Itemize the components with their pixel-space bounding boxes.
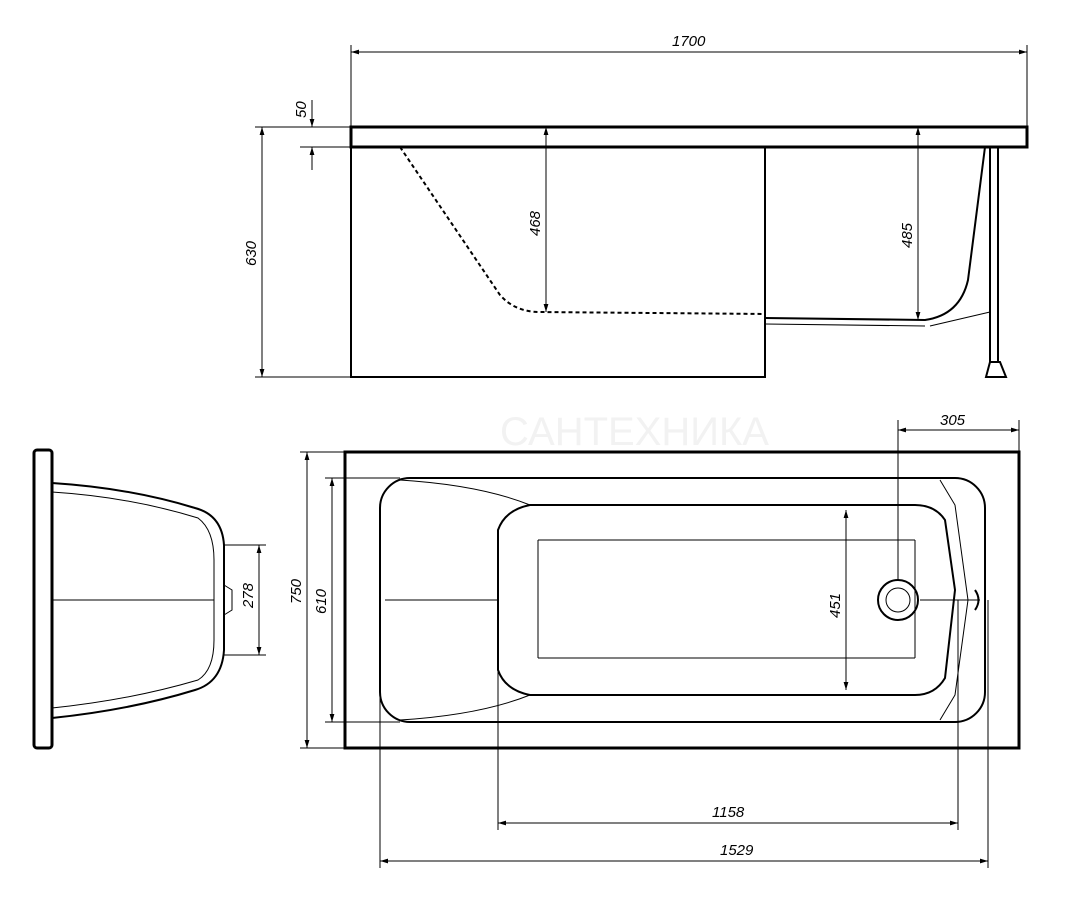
dim-468: 468: [527, 210, 544, 236]
watermark: САНТЕХНИКА: [500, 410, 769, 454]
dim-630: 630: [243, 240, 260, 266]
inner-profile: [764, 146, 986, 322]
outer-rim: [343, 450, 1021, 750]
dim-1158: 1158: [712, 804, 745, 821]
dim-750: 750: [288, 578, 305, 604]
leg-foot: [984, 361, 1008, 378]
dim-278: 278: [240, 582, 257, 609]
bowl-bottom: [497, 504, 957, 696]
rim: [349, 125, 1029, 149]
drain: [877, 579, 919, 621]
end-rim: [32, 448, 54, 750]
end-view: 278: [32, 448, 266, 750]
plan-view: 305 750 610 451 1158 1529: [288, 412, 1021, 868]
dim-1529: 1529: [720, 842, 754, 859]
dim-1700: 1700: [672, 33, 706, 50]
dim-50: 50: [293, 101, 310, 118]
side-elevation-view: 1700 50 630 468 485: [243, 33, 1029, 378]
dim-451: 451: [827, 593, 844, 618]
hidden-inner-profile: [399, 146, 766, 315]
overflow: [974, 589, 980, 611]
dim-305: 305: [940, 412, 966, 429]
dim-485: 485: [899, 222, 916, 248]
front-apron: [350, 146, 766, 378]
support-leg: [989, 146, 999, 363]
dim-610: 610: [313, 588, 330, 614]
